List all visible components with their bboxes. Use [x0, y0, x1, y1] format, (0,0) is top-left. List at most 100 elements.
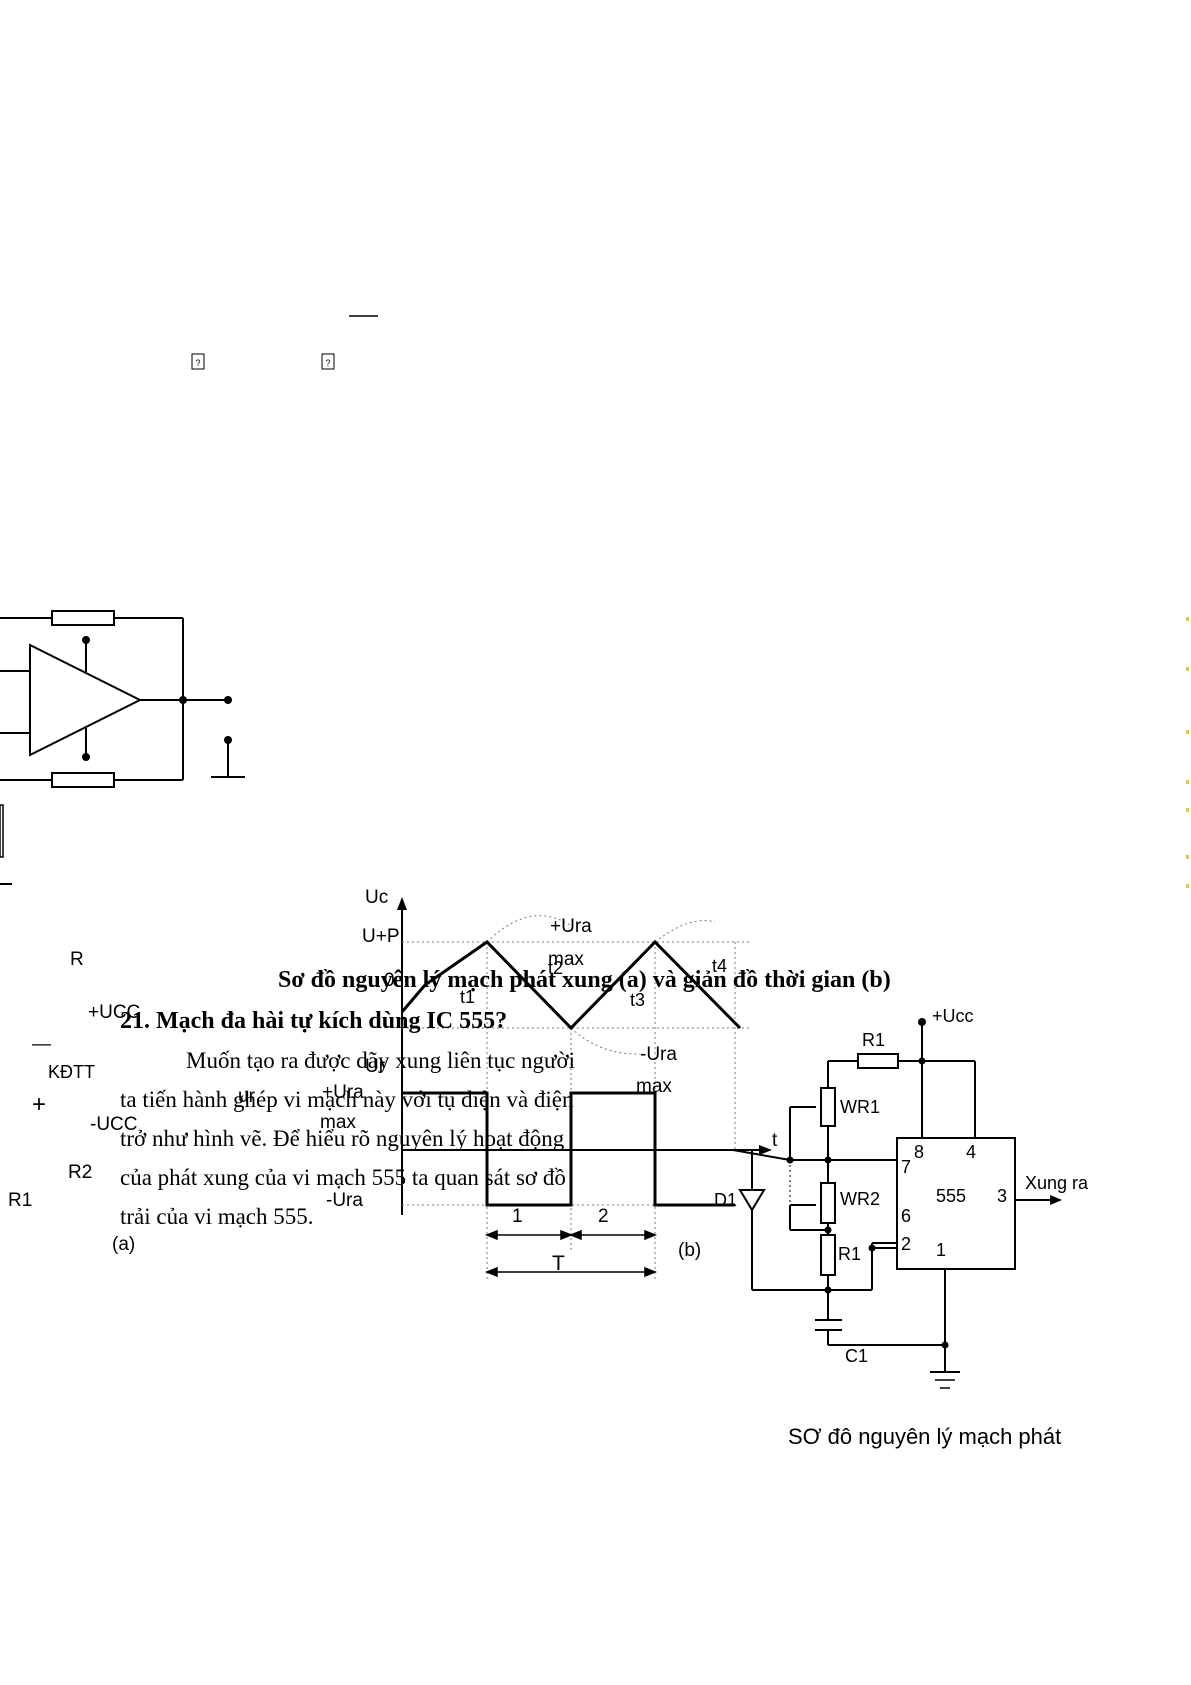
label-output: Xung ra — [1025, 1173, 1089, 1193]
resistor-r2 — [51, 772, 115, 788]
label-chip-555: 555 — [936, 1186, 966, 1206]
capacitor-voltage-wave — [400, 939, 742, 1031]
label-b: (b) — [678, 1240, 701, 1261]
interval-1-arrow-l — [484, 1229, 498, 1241]
label-pin2: 2 — [901, 1234, 911, 1254]
label-pin3: 3 — [997, 1186, 1007, 1206]
figure-caption: Sơ đồ nguyên lý mạch phát xung (a) và gi… — [278, 967, 891, 993]
label-period: T — [552, 1252, 565, 1275]
missing-glyph-2: ? — [325, 358, 330, 368]
label-max-1: max — [548, 949, 584, 970]
label-plus-ura-1: +Ura — [550, 916, 592, 937]
supply-dot-bottom — [82, 753, 90, 761]
edge-mark — [1186, 855, 1189, 859]
ground-terminal-dot — [224, 736, 232, 744]
label-plus-ura-2: +Ura — [322, 1082, 364, 1103]
label-t4: t4 — [712, 956, 727, 976]
edge-mark — [1186, 617, 1189, 621]
opamp-triangle — [29, 643, 143, 757]
label-d1: D1 — [714, 1190, 737, 1210]
label-minus-ura-1: -Ura — [640, 1044, 677, 1065]
paragraph-line-2: ta tiến hành ghép vi mạch này với tụ điệ… — [120, 1087, 574, 1112]
label-r2: R2 — [68, 1162, 92, 1183]
edge-mark — [1186, 808, 1189, 812]
paragraph-line-4: của phát xung của vi mạch 555 ta quan sá… — [120, 1165, 566, 1190]
label-r1-top: R1 — [862, 1030, 885, 1050]
label-wr1: WR1 — [840, 1097, 880, 1117]
missing-glyph-box-2 — [321, 353, 335, 370]
ic555-chip — [896, 1137, 1016, 1270]
label-t2: t2 — [548, 958, 563, 978]
timing-diagram — [397, 897, 772, 1280]
resistor-r1-top — [857, 1053, 899, 1069]
interval-2-arrow-l — [568, 1229, 582, 1241]
cap-junction-dot — [824, 1286, 832, 1294]
body-paragraph: Muốn tạo ra được dãy xung liên tục người… — [120, 1048, 575, 1229]
section-heading: 21. Mạch đa hài tự kích dùng IC 555? — [120, 1008, 507, 1034]
interval-2-arrow-r — [644, 1229, 658, 1241]
interval-1-arrow-r — [560, 1229, 574, 1241]
label-c1: C1 — [845, 1346, 868, 1366]
label-minus-ura-2: -Ura — [326, 1190, 363, 1211]
output-square-wave — [402, 1091, 735, 1207]
label-interval-2: 2 — [598, 1206, 609, 1227]
label-max-3: max — [320, 1112, 356, 1133]
edge-marks — [1186, 617, 1189, 888]
edge-mark — [1186, 667, 1189, 671]
label-minus-ucc: -UCC — [90, 1114, 138, 1135]
label-plus-ucc-555: +Ucc — [932, 1006, 974, 1026]
potentiometer-wr1 — [820, 1087, 836, 1127]
supply-dot-top — [82, 636, 90, 644]
uc-axis-arrow — [397, 897, 407, 910]
period-arrow-r — [644, 1266, 658, 1278]
overshoot-curve-2 — [654, 920, 716, 943]
vcc-junction-dot — [918, 1057, 926, 1065]
label-pin7: 7 — [901, 1157, 911, 1177]
paragraph-line-1: Muốn tạo ra được dãy xung liên tục người — [186, 1048, 575, 1073]
ground-junction-dot — [941, 1341, 949, 1349]
output-arrow — [1050, 1195, 1062, 1205]
time-axis-arrow — [759, 1145, 772, 1155]
trigger-junction-dot — [868, 1244, 876, 1252]
label-ur: Ur — [365, 1056, 386, 1077]
label-r1: R1 — [8, 1190, 32, 1211]
undershoot-curve — [570, 1027, 641, 1055]
pin7-junction-dot — [786, 1156, 794, 1164]
opamp-circuit — [0, 610, 245, 885]
wr2-junction-dot — [824, 1226, 832, 1234]
label-t1: t1 — [460, 987, 475, 1007]
label-a: (a) — [112, 1234, 135, 1255]
label-zero: 0 — [384, 970, 395, 991]
diode-d1 — [738, 1189, 766, 1212]
missing-glyph-box-1 — [191, 353, 205, 370]
circuit-caption: SƠ đô nguyên lý mạch phát — [788, 1424, 1061, 1449]
label-t-axis: t — [772, 1130, 778, 1151]
edge-mark — [1186, 730, 1189, 734]
resistor-r1-bottom — [820, 1234, 836, 1276]
label-uc: Uc — [365, 887, 388, 908]
missing-glyph-1: ? — [195, 358, 200, 368]
ic555-circuit — [732, 1022, 1060, 1389]
edge-mark — [1186, 780, 1189, 784]
diode-to-pin7 — [732, 1149, 791, 1161]
label-pin8: 8 — [914, 1142, 924, 1162]
label-plus-ucc: +UCC — [88, 1002, 140, 1023]
label-max-2: max — [636, 1076, 672, 1097]
frame-edge — [0, 804, 4, 858]
label-kdtt: KĐTT — [48, 1062, 95, 1082]
output-junction-dot — [179, 696, 187, 704]
overshoot-curve-1 — [486, 915, 571, 943]
output-terminal-dot — [224, 696, 232, 704]
potentiometer-wr2 — [820, 1182, 836, 1224]
label-pin1: 1 — [936, 1240, 946, 1260]
vcc-terminal-dot — [918, 1018, 926, 1026]
resistor-r — [51, 610, 115, 626]
label-plus-sign: + — [32, 1091, 46, 1118]
chain-junction-dot — [824, 1156, 832, 1164]
label-pin4: 4 — [966, 1142, 976, 1162]
label-u-plus-p: U+P — [362, 926, 400, 947]
paragraph-line-5: trải của vi mạch 555. — [120, 1204, 314, 1229]
label-wr2: WR2 — [840, 1189, 880, 1209]
